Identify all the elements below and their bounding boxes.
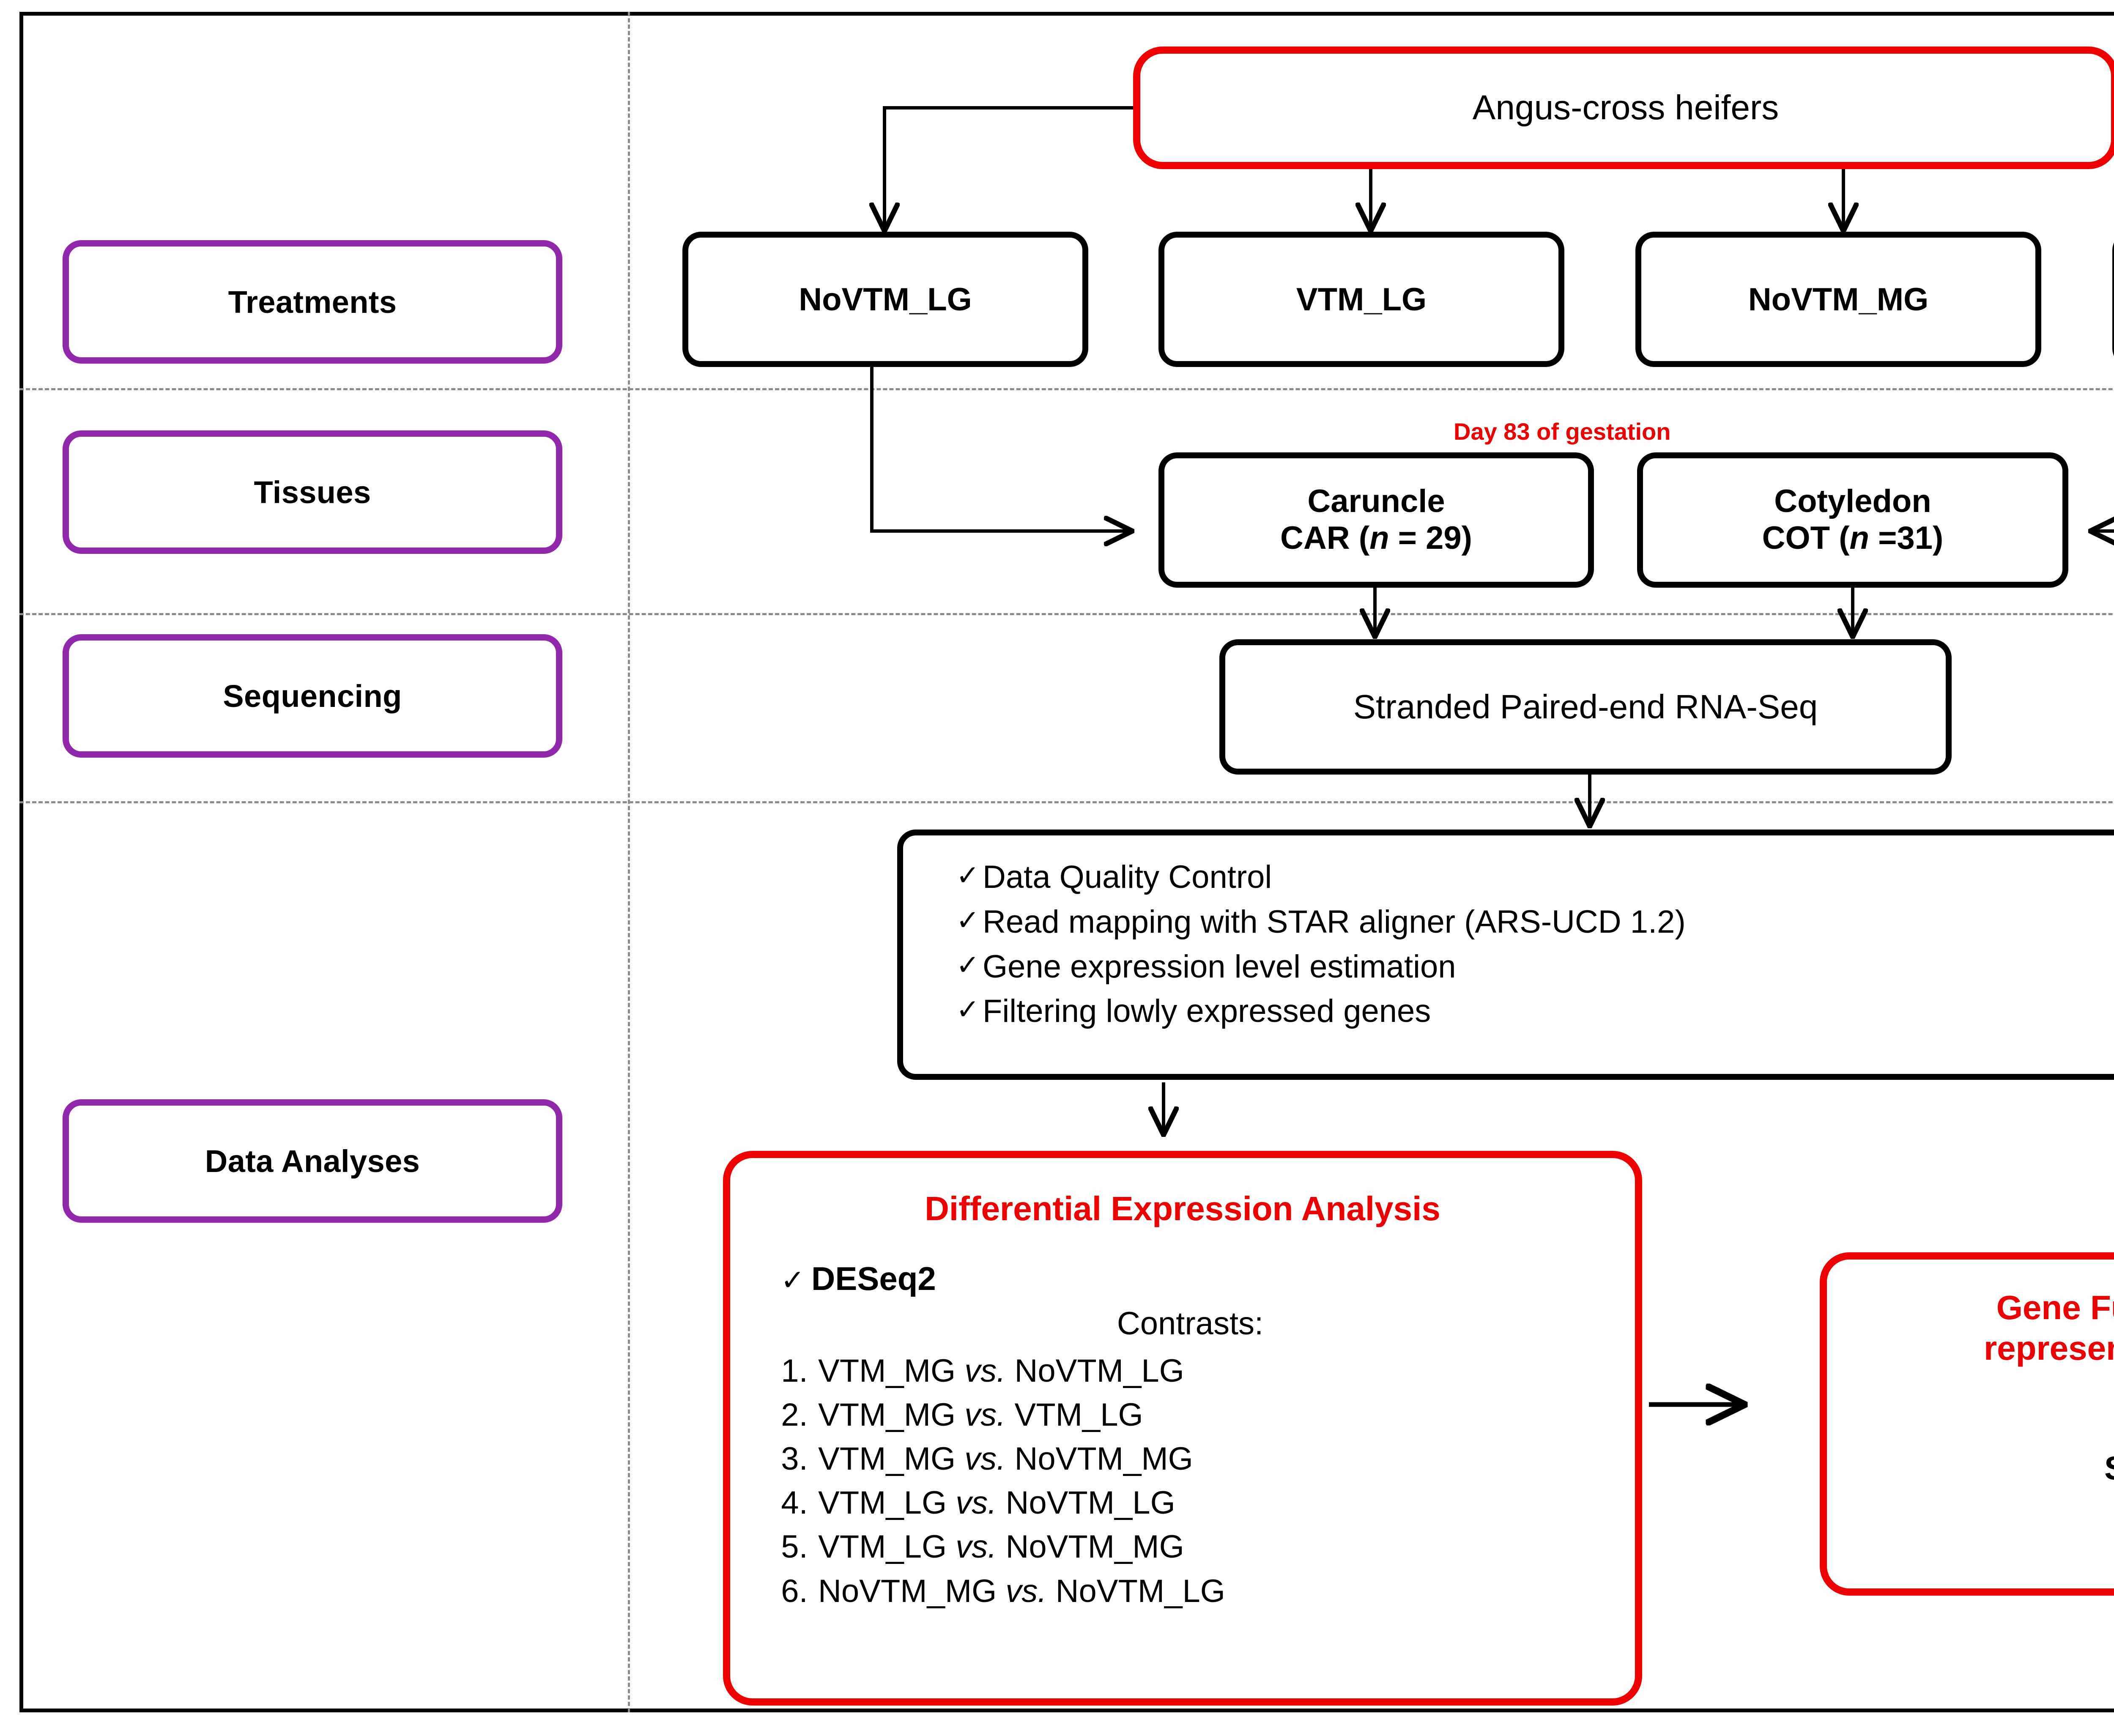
tissue-node-cotyledon-name: Cotyledon: [1774, 483, 1931, 520]
pipeline-node: ✓ Data Quality Control ✓ Read mapping wi…: [897, 830, 2114, 1080]
enrichment-tool-label: ShinyGO: [1827, 1449, 2114, 1487]
de-contrast-number: 2.: [781, 1397, 808, 1433]
de-contrast-right: NoVTM_MG: [1014, 1441, 1193, 1477]
tissues-to-sequencing-connectors: [0, 588, 2114, 846]
de-contrast-left: VTM_LG: [818, 1529, 947, 1565]
treatment-node-vtm-lg: VTM_LG: [1158, 232, 1564, 367]
de-contrast-row: 1. VTM_MG vs. NoVTM_LG: [771, 1349, 1618, 1393]
de-contrast-row: 5. VTM_LG vs. NoVTM_MG: [771, 1525, 1618, 1569]
pipeline-item: ✓ Data Quality Control: [953, 856, 2114, 899]
de-contrast-vs: vs.: [1005, 1573, 1047, 1609]
de-contrast-right: NoVTM_MG: [1005, 1529, 1184, 1565]
check-icon: ✓: [956, 949, 980, 980]
de-contrast-vs: vs.: [956, 1529, 997, 1565]
de-contrast-left: VTM_MG: [818, 1397, 956, 1433]
stage-label-treatments-text: Treatments: [228, 284, 397, 320]
pipeline-item-label: Data Quality Control: [983, 859, 1272, 895]
de-contrast-left: VTM_MG: [818, 1441, 956, 1477]
de-contrast-number: 3.: [781, 1441, 808, 1477]
de-contrast-list: 1. VTM_MG vs. NoVTM_LG 2. VTM_MG vs. VTM…: [771, 1349, 1618, 1613]
root-to-treatments-connectors: [0, 106, 2114, 254]
de-contrast-row: 4. VTM_LG vs. NoVTM_LG: [771, 1481, 1618, 1525]
tissue-node-caruncle-name: Caruncle: [1307, 483, 1445, 520]
de-contrast-vs: vs.: [956, 1485, 997, 1521]
stage-label-sequencing: Sequencing: [63, 634, 562, 758]
de-contrast-number: 5.: [781, 1529, 808, 1565]
enrichment-title: Gene Functional over- representation Ana…: [1827, 1287, 2114, 1369]
differential-expression-node: Differential Expression Analysis ✓ DESeq…: [723, 1151, 1642, 1706]
check-icon: ✓: [780, 1264, 805, 1296]
check-icon: ✓: [956, 860, 980, 891]
stage-label-tissues: Tissues: [63, 430, 562, 554]
de-contrast-right: VTM_LG: [1014, 1397, 1143, 1433]
treatment-node-novtm-mg: NoVTM_MG: [1635, 232, 2041, 367]
de-contrast-left: NoVTM_MG: [818, 1573, 997, 1609]
tissue-node-caruncle: Caruncle CAR (n = 29): [1158, 452, 1594, 588]
enrichment-title-line2: representation Analysis: [1983, 1329, 2114, 1367]
check-icon: ✓: [956, 994, 980, 1025]
root-node-angus-cross-heifers: Angus-cross heifers: [1133, 47, 2114, 169]
de-contrast-left: VTM_MG: [818, 1353, 956, 1389]
de-contrast-row: 6. NoVTM_MG vs. NoVTM_LG: [771, 1569, 1618, 1613]
de-title: Differential Expression Analysis: [925, 1190, 1440, 1227]
de-contrast-right: NoVTM_LG: [1014, 1353, 1184, 1389]
tissue-node-cotyledon-code: COT (n =31): [1762, 520, 1944, 556]
check-icon: ✓: [956, 904, 980, 936]
de-contrast-number: 1.: [781, 1353, 808, 1389]
de-contrast-row: 2. VTM_MG vs. VTM_LG: [771, 1393, 1618, 1437]
pipeline-item-label: Gene expression level estimation: [983, 948, 1456, 985]
pipeline-item-label: Read mapping with STAR aligner (ARS-UCD …: [983, 904, 1686, 940]
pipeline-to-de-connector: [0, 1082, 2114, 1226]
de-tool-row: ✓ DESeq2: [774, 1260, 936, 1298]
pipeline-item: ✓ Read mapping with STAR aligner (ARS-UC…: [953, 901, 2114, 944]
de-contrasts-heading: Contrasts:: [1117, 1306, 1264, 1342]
de-contrast-left: VTM_LG: [818, 1485, 947, 1521]
root-node-label: Angus-cross heifers: [1472, 88, 1779, 127]
de-contrast-vs: vs.: [964, 1353, 1006, 1389]
treatment-node-vtm-lg-label: VTM_LG: [1296, 281, 1427, 318]
enrichment-title-line1: Gene Functional over-: [1996, 1289, 2114, 1326]
de-contrast-number: 6.: [781, 1573, 808, 1609]
pipeline-item: ✓ Filtering lowly expressed genes: [953, 990, 2114, 1033]
de-contrast-number: 4.: [781, 1485, 808, 1521]
enrichment-node: Gene Functional over- representation Ana…: [1820, 1252, 2114, 1596]
de-contrast-row: 3. VTM_MG vs. NoVTM_MG: [771, 1437, 1618, 1481]
sequencing-node-label: Stranded Paired-end RNA-Seq: [1353, 688, 1818, 726]
stage-label-tissues-text: Tissues: [254, 474, 371, 510]
de-contrast-vs: vs.: [964, 1441, 1006, 1477]
timepoint-label: Day 83 of gestation: [1454, 418, 1671, 445]
pipeline-item: ✓ Gene expression level estimation: [953, 945, 2114, 988]
row-separator-tissues: [19, 613, 2114, 615]
de-contrast-right: NoVTM_LG: [1005, 1485, 1175, 1521]
de-contrast-vs: vs.: [964, 1397, 1006, 1433]
tissue-node-cotyledon: Cotyledon COT (n =31): [1637, 452, 2068, 588]
stage-label-data-analyses: Data Analyses: [63, 1099, 562, 1223]
de-contrast-right: NoVTM_LG: [1055, 1573, 1225, 1609]
de-tool-label: DESeq2: [811, 1260, 936, 1297]
pipeline-item-label: Filtering lowly expressed genes: [983, 993, 1431, 1030]
stage-label-treatments: Treatments: [63, 240, 562, 364]
treatment-node-novtm-lg-label: NoVTM_LG: [799, 281, 972, 318]
tissue-node-caruncle-code: CAR (n = 29): [1280, 520, 1472, 556]
row-separator-sequencing: [19, 801, 2114, 803]
treatment-node-novtm-lg: NoVTM_LG: [682, 232, 1088, 367]
stage-label-sequencing-text: Sequencing: [223, 678, 402, 714]
row-separator-treatments: [19, 388, 2114, 390]
stage-label-data-analyses-text: Data Analyses: [205, 1143, 420, 1179]
treatments-to-tissues-connectors: [870, 367, 2114, 634]
treatment-node-novtm-mg-label: NoVTM_MG: [1748, 281, 1929, 318]
column-separator: [628, 12, 630, 1712]
sequencing-node: Stranded Paired-end RNA-Seq: [1219, 639, 1952, 775]
